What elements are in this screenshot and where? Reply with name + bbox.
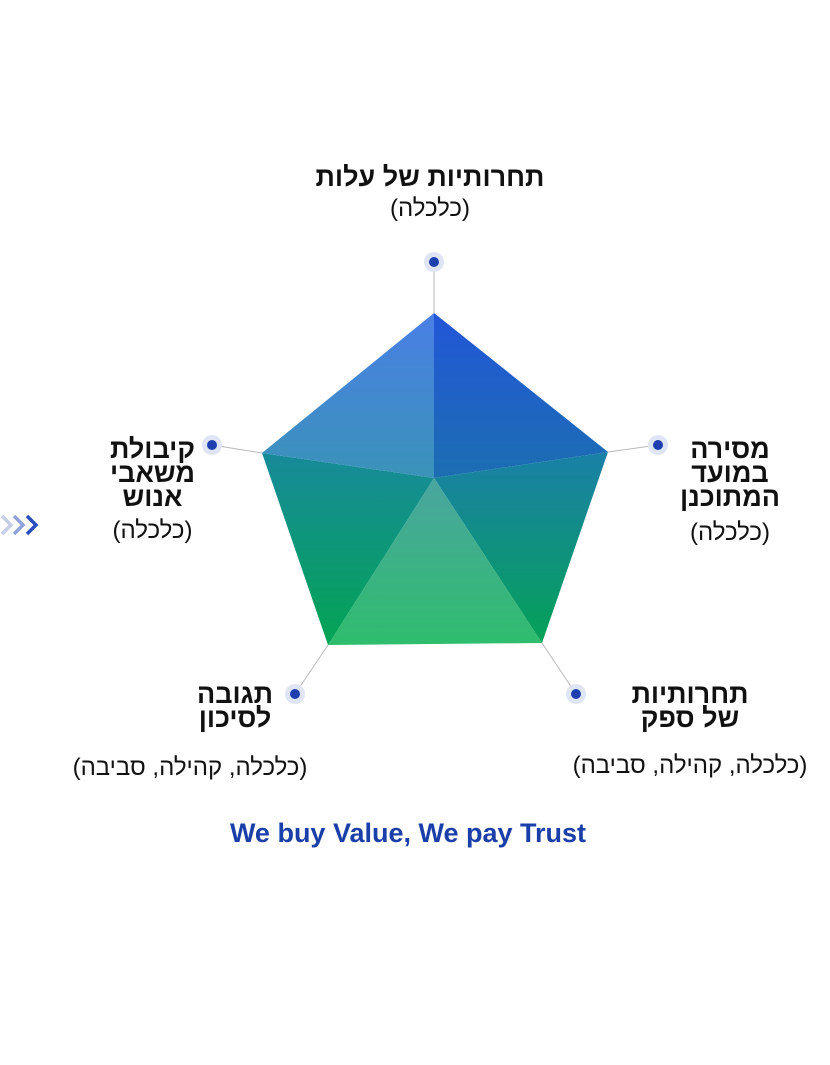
- axis-label-human-resources-acceptance: קיבולת משאבי אנוש (כלכלה): [80, 434, 225, 545]
- axis-dot-on-time-delivery: [648, 435, 668, 455]
- axis-title: תחרותיות: [631, 679, 749, 709]
- axis-title: לסיכון: [198, 703, 272, 733]
- axis-category: (כלכלה, קהילה, סביבה): [572, 752, 808, 779]
- pentagon-shape: [262, 313, 608, 645]
- pentagon-segment: [262, 453, 434, 645]
- axis-category: (כלכלה): [390, 195, 470, 222]
- tagline: We buy Value, We pay Trust: [229, 818, 587, 848]
- axis-dot-risk-response: [285, 684, 305, 704]
- axis-title: תחרותיות של עלות: [315, 162, 545, 192]
- pentagon-segment: [328, 478, 542, 645]
- axis-dot-supplier-competitiveness: [566, 684, 586, 704]
- pentagon-segment: [262, 313, 434, 478]
- axis-category: (כלכלה): [112, 517, 193, 544]
- axis-line-supplier-competitiveness: [541, 642, 577, 695]
- axis-title: קיבולת: [110, 434, 195, 464]
- axis-label-risk-response: תגובה לסיכון (כלכלה, קהילה, סביבה): [40, 679, 340, 782]
- axis-title: משאבי: [110, 458, 195, 488]
- axis-category: (כלכלה, קהילה, סביבה): [72, 754, 308, 781]
- triple-chevron-right-icon: [0, 514, 39, 536]
- axis-title: תגובה: [197, 679, 273, 709]
- axis-title: מסירה: [690, 434, 770, 464]
- axis-label-on-time-delivery: מסירה במועד המתוכנן (כלכלה): [660, 434, 800, 547]
- axis-dot-human-resources-acceptance: [202, 435, 222, 455]
- axis-category: (כלכלה): [690, 519, 770, 546]
- axis-title: אנוש: [122, 482, 183, 512]
- axis-title: במועד: [691, 458, 769, 488]
- pentagon-segment: [434, 452, 608, 643]
- axis-dot-cost-competitiveness: [424, 252, 444, 272]
- axis-label-supplier-competitiveness: תחרותיות של ספק (כלכלה, קהילה, סביבה): [560, 679, 820, 780]
- axis-title: של ספק: [640, 703, 740, 733]
- axis-dots: [202, 252, 668, 704]
- axis-title: המתוכנן: [679, 482, 781, 512]
- axis-label-cost-competitiveness: תחרותיות של עלות (כלכלה): [295, 162, 565, 223]
- pentagon-segment: [434, 313, 608, 478]
